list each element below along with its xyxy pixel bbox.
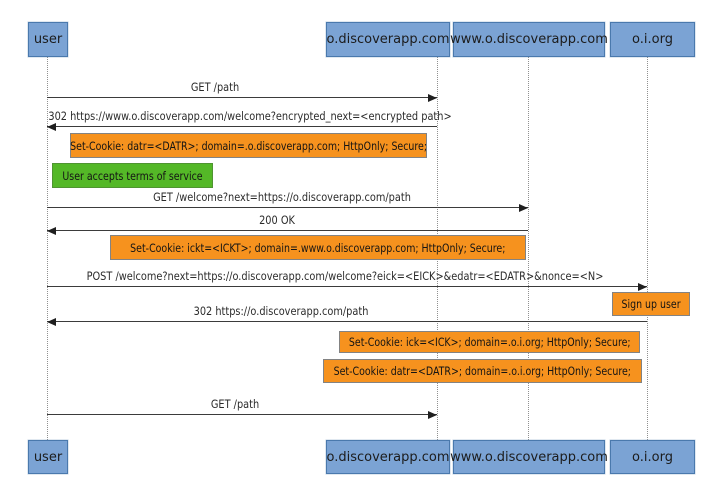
note-text: Set-Cookie: datr=<DATR>; domain=.o.disco… bbox=[70, 138, 427, 153]
message-label: POST /welcome?next=https://o.discoverapp… bbox=[41, 269, 649, 283]
message-line bbox=[47, 207, 528, 208]
message-label-text: 302 https://o.discoverapp.com/path bbox=[193, 304, 369, 318]
actor-label: o.i.org bbox=[632, 449, 673, 465]
note-orange: Set-Cookie: datr=<DATR>; domain=.o.i.org… bbox=[323, 359, 642, 383]
note-text: Sign up user bbox=[621, 297, 681, 311]
message-line bbox=[47, 97, 437, 98]
lifeline-user bbox=[46, 57, 48, 440]
actor-box-www-top: www.o.discoverapp.com bbox=[450, 22, 608, 57]
message-arrowhead-icon bbox=[47, 226, 56, 235]
message-arrowhead-icon bbox=[519, 203, 528, 212]
actor-box-www-bottom: www.o.discoverapp.com bbox=[450, 440, 608, 474]
message-line bbox=[47, 321, 647, 322]
message-line bbox=[47, 414, 437, 415]
note-orange: Set-Cookie: ickt=<ICKT>; domain=.www.o.d… bbox=[110, 235, 526, 260]
message-arrowhead-icon bbox=[428, 93, 437, 102]
actor-label: o.discoverapp.com bbox=[326, 32, 450, 47]
actor-box-oio-top: o.i.org bbox=[610, 22, 695, 57]
actor-box-oio-bottom: o.i.org bbox=[610, 440, 695, 474]
message-arrowhead-icon bbox=[47, 122, 56, 131]
note-orange: Sign up user bbox=[612, 292, 690, 316]
lifeline-oio bbox=[646, 57, 648, 440]
message-arrowhead-icon bbox=[47, 317, 56, 326]
message-label-text: 302 https://www.o.discoverapp.com/welcom… bbox=[48, 109, 452, 123]
message-label: GET /path bbox=[187, 80, 244, 94]
actor-label: user bbox=[33, 32, 63, 47]
message-line bbox=[47, 286, 647, 287]
message-label: 200 OK bbox=[255, 213, 297, 227]
message-label-text: 200 OK bbox=[258, 213, 295, 227]
actor-box-user-top: user bbox=[28, 22, 68, 57]
message-label-text: GET /path bbox=[190, 80, 240, 94]
note-text: User accepts terms of service bbox=[62, 168, 203, 183]
note-text: Set-Cookie: ick=<ICK>; domain=.o.i.org; … bbox=[348, 335, 631, 349]
note-orange: Set-Cookie: datr=<DATR>; domain=.o.disco… bbox=[70, 133, 427, 158]
message-label: 302 https://www.o.discoverapp.com/welcom… bbox=[13, 109, 487, 123]
message-line bbox=[47, 126, 437, 127]
actor-label: user bbox=[33, 449, 63, 465]
message-label-text: GET /path bbox=[210, 397, 260, 411]
lifeline-www bbox=[527, 57, 529, 440]
actor-label: o.i.org bbox=[632, 32, 673, 47]
message-line bbox=[47, 230, 528, 231]
actor-label: www.o.discoverapp.com bbox=[450, 449, 608, 465]
message-arrowhead-icon bbox=[428, 410, 437, 419]
note-green: User accepts terms of service bbox=[52, 163, 213, 188]
message-label: GET /path bbox=[207, 397, 264, 411]
message-label-text: GET /welcome?next=https://o.discoverapp.… bbox=[152, 190, 411, 204]
note-text: Set-Cookie: datr=<DATR>; domain=.o.i.org… bbox=[333, 364, 632, 378]
actor-box-user-bottom: user bbox=[28, 440, 68, 474]
message-label-text: POST /welcome?next=https://o.discoverapp… bbox=[86, 269, 604, 283]
note-text: Set-Cookie: ickt=<ICKT>; domain=.www.o.d… bbox=[130, 240, 506, 255]
message-arrowhead-icon bbox=[638, 282, 647, 291]
actor-label: www.o.discoverapp.com bbox=[450, 32, 608, 47]
actor-label: o.discoverapp.com bbox=[326, 449, 450, 465]
message-label: 302 https://o.discoverapp.com/path bbox=[178, 304, 384, 318]
actor-box-odc-top: o.discoverapp.com bbox=[326, 22, 450, 57]
message-label: GET /welcome?next=https://o.discoverapp.… bbox=[130, 190, 433, 204]
note-orange: Set-Cookie: ick=<ICK>; domain=.o.i.org; … bbox=[339, 331, 640, 353]
actor-box-odc-bottom: o.discoverapp.com bbox=[326, 440, 450, 474]
